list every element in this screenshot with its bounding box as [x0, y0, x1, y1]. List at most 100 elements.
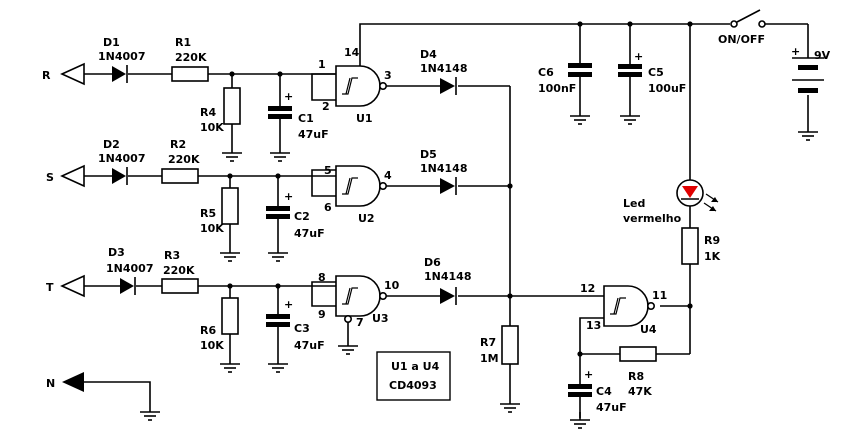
r5-value: 10K: [200, 222, 224, 235]
on-off-switch: ON/OFF: [718, 9, 766, 46]
ground-icon: [219, 244, 241, 262]
d4-value: 1N4148: [420, 62, 467, 75]
c5-plus: +: [634, 50, 643, 63]
capacitor-c6: C6 100nF: [538, 63, 592, 95]
ic-note-box: U1 a U4 CD4093: [376, 351, 451, 401]
r7-ref: R7: [480, 336, 496, 349]
d1-value: 1N4007: [98, 50, 145, 63]
c1-plus: +: [284, 90, 293, 103]
c1-ref: C1: [298, 112, 314, 125]
c4-value: 47uF: [596, 401, 627, 414]
c3-plus: +: [284, 298, 293, 311]
u3-pin-b: 9: [318, 308, 326, 321]
resistor-r3: R3 220K: [161, 249, 199, 294]
ground-icon: [221, 144, 243, 162]
r1-value: 220K: [175, 51, 207, 64]
ground-icon: [267, 244, 289, 262]
capacitor-c1: + C1 47uF: [268, 90, 329, 141]
gate-u4: 12 13 11 U4: [580, 282, 667, 336]
u2-pin-a: 5: [324, 164, 332, 177]
u3-ref: U3: [372, 312, 389, 325]
c2-plus: +: [284, 190, 293, 203]
r6-ref: R6: [200, 324, 216, 337]
resistor-r8: R8 47K: [619, 346, 657, 398]
c1-value: 47uF: [298, 128, 329, 141]
junctions: [227, 21, 693, 357]
diode-d5: D5 1N4148: [420, 148, 467, 195]
c3-value: 47uF: [294, 339, 325, 352]
input-terminal-s: S: [46, 164, 85, 188]
led-label-line2: vermelho: [623, 212, 682, 225]
d1-ref: D1: [103, 36, 120, 49]
resistor-r4: R4 10K: [200, 87, 241, 134]
r2-value: 220K: [168, 153, 200, 166]
capacitor-c3: + C3 47uF: [266, 298, 325, 352]
r9-value: 1K: [704, 250, 721, 263]
diode-d3: D3 1N4007: [106, 246, 153, 295]
r7-value: 1M: [480, 352, 499, 365]
d6-value: 1N4148: [424, 270, 471, 283]
r9-ref: R9: [704, 234, 720, 247]
resistor-r1: R1 220K: [171, 36, 209, 82]
diode-d2: D2 1N4007: [98, 138, 145, 185]
ground-icon: [269, 144, 291, 162]
led-icon: [682, 186, 698, 198]
led-red: Led vermelho: [623, 179, 719, 225]
r5-ref: R5: [200, 207, 216, 220]
gate-u1: 1 2 3 14 U1: [318, 46, 392, 125]
battery-9v: + 9V: [791, 45, 831, 93]
u4-pin-a: 12: [580, 282, 595, 295]
input-terminal-n: N: [46, 372, 84, 392]
input-label-n: N: [46, 377, 55, 390]
resistor-r2: R2 220K: [161, 138, 200, 184]
d2-ref: D2: [103, 138, 120, 151]
u3-pin-a: 8: [318, 271, 326, 284]
capacitor-c5: + C5 100uF: [618, 50, 686, 95]
r1-ref: R1: [175, 36, 191, 49]
u4-pin-out: 11: [652, 289, 667, 302]
switch-label: ON/OFF: [718, 33, 765, 46]
ground-icon: [219, 355, 241, 373]
u3-pin-gnd: 7: [356, 316, 364, 329]
wires: [84, 23, 809, 418]
c5-value: 100uF: [648, 82, 686, 95]
ground-icon: [337, 337, 359, 355]
u3-pin-out: 10: [384, 279, 400, 292]
ground-symbols: [139, 107, 819, 429]
r6-value: 10K: [200, 339, 224, 352]
input-label-s: S: [46, 171, 54, 184]
r8-value: 47K: [628, 385, 652, 398]
r4-ref: R4: [200, 106, 216, 119]
c2-value: 47uF: [294, 227, 325, 240]
c5-ref: C5: [648, 66, 664, 79]
ic-note-line1: U1 a U4: [391, 360, 440, 373]
r8-ref: R8: [628, 370, 644, 383]
ground-icon: [569, 411, 591, 429]
u1-pin-out: 3: [384, 69, 392, 82]
u4-pin-b: 13: [586, 319, 601, 332]
d3-ref: D3: [108, 246, 125, 259]
ground-icon: [267, 355, 289, 373]
led-label-line1: Led: [623, 197, 645, 210]
u1-ref: U1: [356, 112, 373, 125]
d3-value: 1N4007: [106, 262, 153, 275]
c3-ref: C3: [294, 322, 310, 335]
gate-u3: 8 9 10 7 U3: [318, 271, 400, 329]
battery-label: 9V: [814, 49, 831, 62]
input-label-r: R: [42, 69, 51, 82]
c6-value: 100nF: [538, 82, 576, 95]
input-terminal-t: T: [46, 274, 85, 298]
u2-pin-out: 4: [384, 169, 392, 182]
d6-ref: D6: [424, 256, 441, 269]
c4-plus: +: [584, 368, 593, 381]
ic-note-line2: CD4093: [389, 379, 437, 392]
r3-ref: R3: [164, 249, 180, 262]
u1-pin-a: 1: [318, 58, 326, 71]
diode-d4: D4 1N4148: [420, 48, 467, 95]
r2-ref: R2: [170, 138, 186, 151]
d5-value: 1N4148: [420, 162, 467, 175]
u1-pin-b: 2: [322, 100, 330, 113]
d5-ref: D5: [420, 148, 437, 161]
diode-d6: D6 1N4148: [424, 256, 471, 305]
